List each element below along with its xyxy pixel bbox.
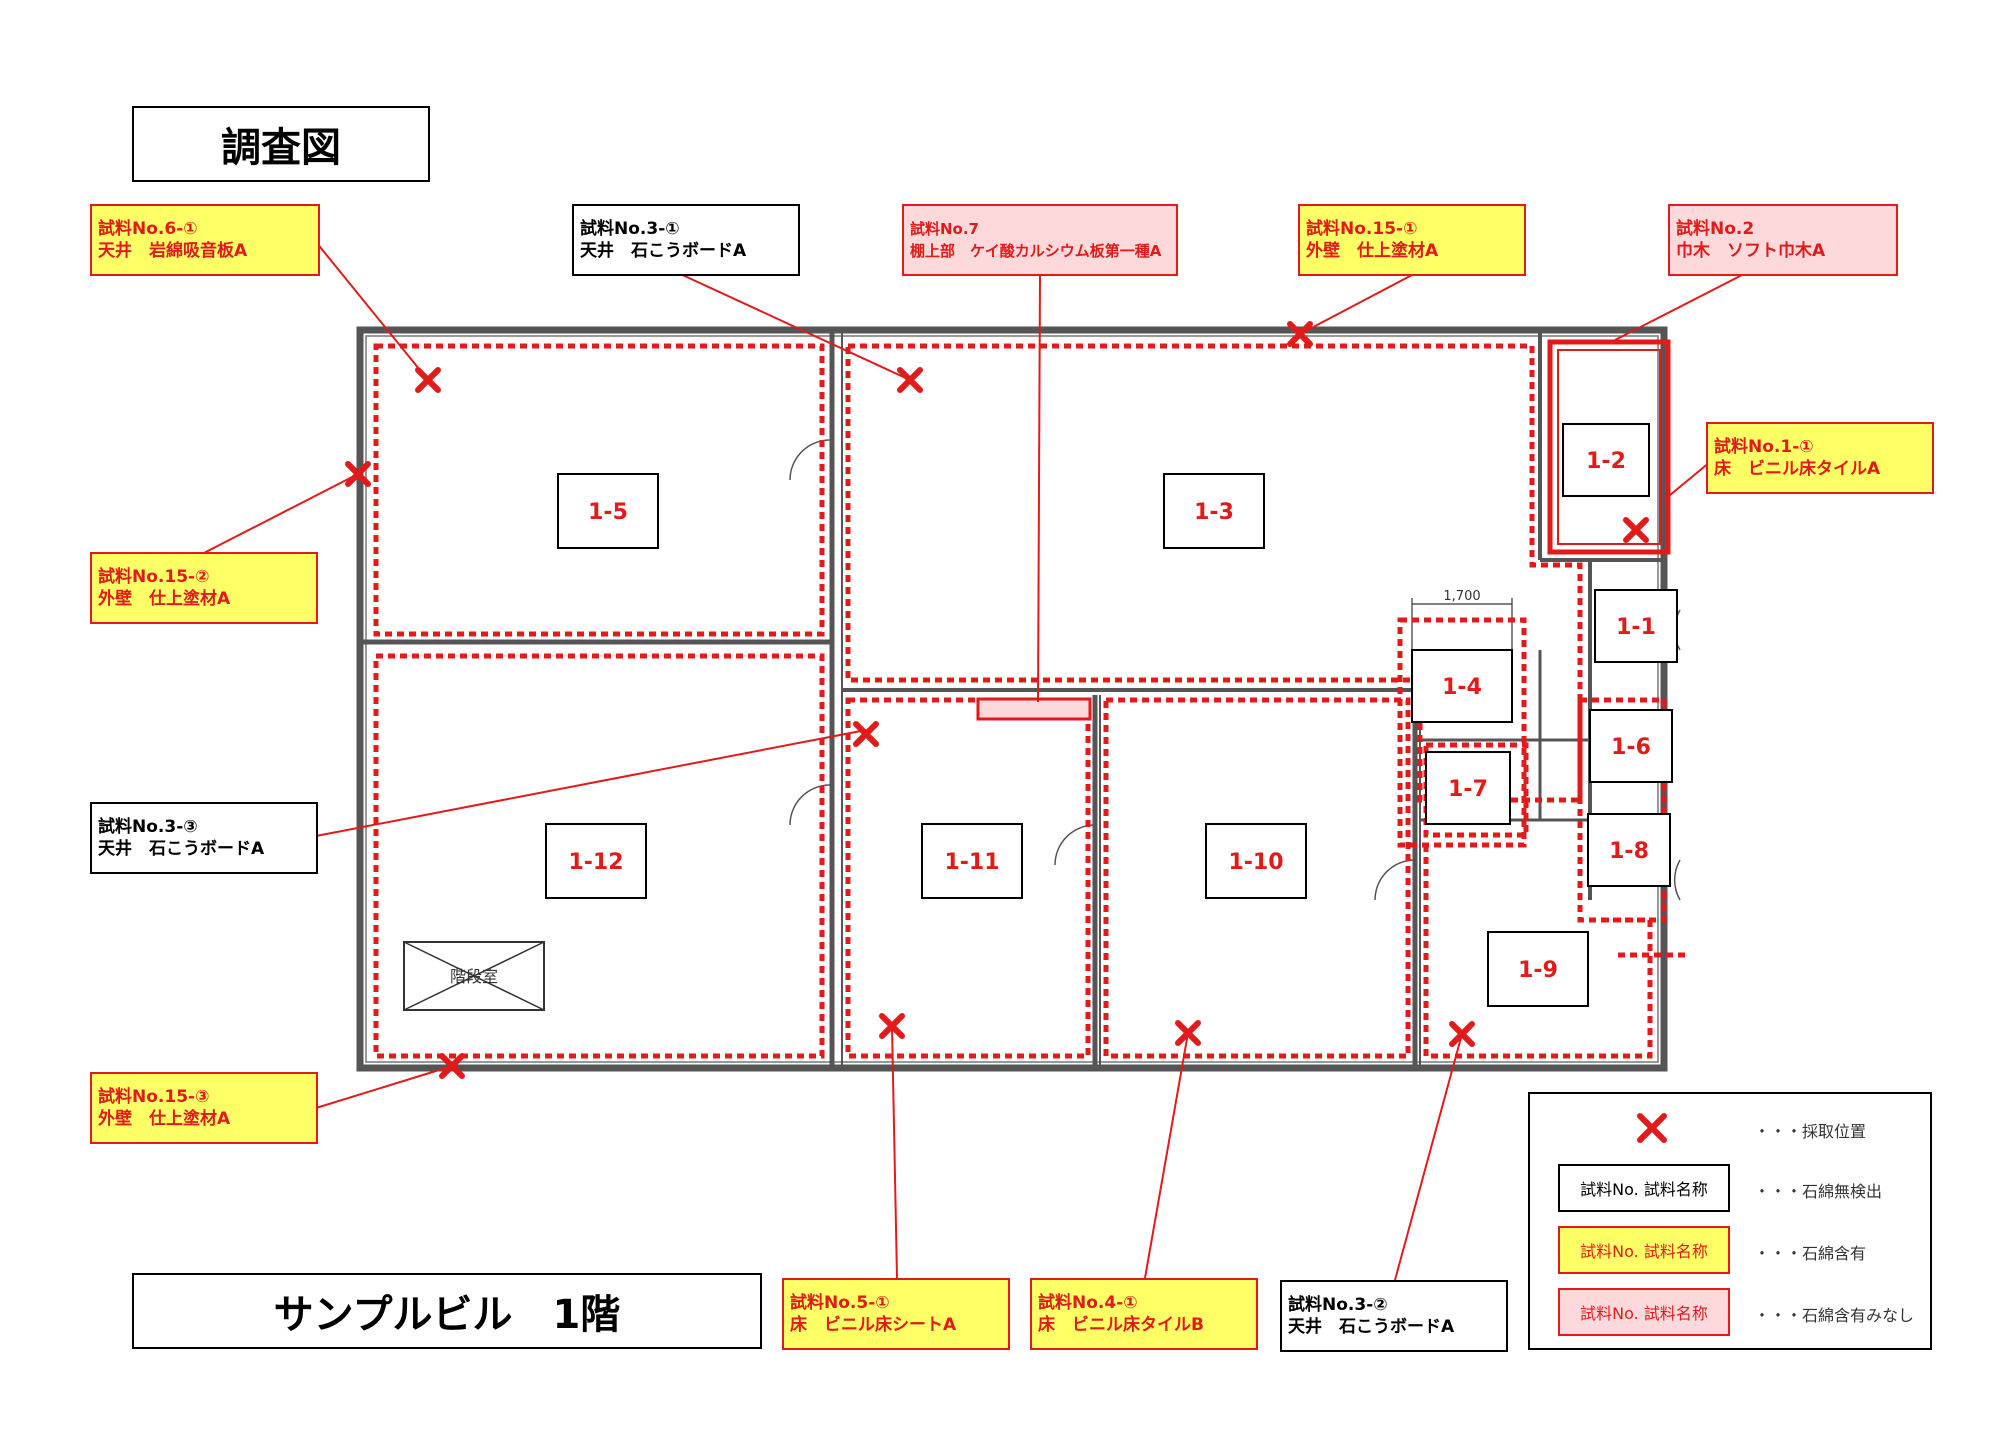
- sample-no: 試料No.6-①: [98, 219, 198, 239]
- svg-text:1-4: 1-4: [1442, 675, 1482, 700]
- sample-name: 天井 石こうボードA: [98, 839, 265, 859]
- x-mark-icon: [853, 721, 879, 747]
- sample-name: 巾木 ソフト巾木A: [1676, 241, 1826, 261]
- sample-callout-6-1: 試料No.6-① 天井 岩綿吸音板A: [90, 204, 320, 276]
- legend-desc-presumed: ・・・石綿含有みなし: [1754, 1306, 1915, 1325]
- x-mark-icon: [345, 461, 371, 487]
- room-1-3: 1-3: [1163, 473, 1265, 549]
- sample-callout-2: 試料No.2 巾木 ソフト巾木A: [1668, 204, 1898, 276]
- legend-sample-none: 試料No. 試料名称: [1558, 1164, 1730, 1212]
- room-1-11: 1-11: [921, 823, 1023, 899]
- sample-no: 試料No.3-②: [1288, 1295, 1388, 1315]
- room-1-12: 1-12: [545, 823, 647, 899]
- room-1-7: 1-7: [1425, 751, 1511, 825]
- presumed-zone-inner: [1557, 349, 1661, 545]
- room-1-10: 1-10: [1205, 823, 1307, 899]
- presumed-zone-outline: [1547, 339, 1671, 555]
- sample-callout-7: 試料No.7 棚上部 ケイ酸カルシウム板第一種A: [902, 204, 1178, 276]
- legend-sample-contains: 試料No. 試料名称: [1558, 1226, 1730, 1274]
- sample-name: 天井 石こうボードA: [1288, 1317, 1455, 1337]
- room-1-9: 1-9: [1487, 931, 1589, 1007]
- legend-desc-contains: ・・・石綿含有: [1754, 1244, 1867, 1263]
- sample-name: 床 ビニル床タイルB: [1038, 1315, 1204, 1335]
- sample-no: 試料No.3-①: [580, 219, 680, 239]
- x-mark-icon: [1637, 1113, 1667, 1143]
- sample-no: 試料No.7: [910, 220, 979, 238]
- room-1-8: 1-8: [1587, 813, 1671, 887]
- sample-name: 外壁 仕上塗材A: [98, 1109, 231, 1129]
- sample-no: 試料No.5-①: [790, 1293, 890, 1313]
- sample-no: 試料No.2: [1676, 219, 1755, 239]
- sample-name: 床 ビニル床シートA: [790, 1315, 957, 1335]
- x-mark-icon: [879, 1013, 905, 1039]
- room-1-2: 1-2: [1562, 423, 1650, 497]
- sample-no: 試料No.4-①: [1038, 1293, 1138, 1313]
- sample-callout-3-3: 試料No.3-③ 天井 石こうボードA: [90, 802, 318, 874]
- sample-callout-15-1: 試料No.15-① 外壁 仕上塗材A: [1298, 204, 1526, 276]
- sample-callout-4-1: 試料No.4-① 床 ビニル床タイルB: [1030, 1278, 1258, 1350]
- sample-name: 外壁 仕上塗材A: [98, 589, 231, 609]
- sample-name: 床 ビニル床タイルA: [1714, 459, 1881, 479]
- stair-room: [403, 941, 545, 1011]
- room-1-5: 1-5: [557, 473, 659, 549]
- leader-lines: [199, 241, 1743, 1281]
- sample-callout-3-2: 試料No.3-② 天井 石こうボードA: [1280, 1280, 1508, 1352]
- room-1-6: 1-6: [1589, 709, 1673, 783]
- svg-text:1-1: 1-1: [1616, 615, 1656, 640]
- legend-desc-sampling: ・・・採取位置: [1754, 1122, 1867, 1141]
- legend-desc-none: ・・・石綿無検出: [1754, 1182, 1883, 1201]
- svg-text:1-10: 1-10: [1228, 850, 1283, 875]
- svg-text:1-2: 1-2: [1586, 449, 1626, 474]
- x-mark-icon: [1175, 1020, 1201, 1046]
- svg-text:1-6: 1-6: [1611, 735, 1651, 760]
- svg-text:1-7: 1-7: [1448, 777, 1488, 802]
- sample-no: 試料No.1-①: [1714, 437, 1814, 457]
- legend: ・・・採取位置 試料No. 試料名称 ・・・石綿無検出 試料No. 試料名称 ・…: [1528, 1092, 1932, 1350]
- svg-text:1-8: 1-8: [1609, 839, 1649, 864]
- sample-callout-5-1: 試料No.5-① 床 ビニル床シートA: [782, 1278, 1010, 1350]
- room-1-4: 1-4: [1411, 649, 1513, 723]
- sample-name: 棚上部 ケイ酸カルシウム板第一種A: [910, 242, 1162, 260]
- x-mark-icon: [1623, 517, 1649, 543]
- sample-no: 試料No.15-③: [98, 1087, 210, 1107]
- sample-callout-1-1: 試料No.1-① 床 ビニル床タイルA: [1706, 422, 1934, 494]
- svg-text:1-3: 1-3: [1194, 500, 1234, 525]
- legend-sample-presumed: 試料No. 試料名称: [1558, 1288, 1730, 1336]
- sample-name: 天井 石こうボードA: [580, 241, 747, 261]
- sample-callout-3-1: 試料No.3-① 天井 石こうボードA: [572, 204, 800, 276]
- sample-callout-15-3: 試料No.15-③ 外壁 仕上塗材A: [90, 1072, 318, 1144]
- sample-name: 外壁 仕上塗材A: [1306, 241, 1439, 261]
- x-mark-icon: [1287, 321, 1313, 347]
- svg-text:1-9: 1-9: [1518, 958, 1558, 983]
- x-mark-icon-group: x-mark-icon: [345, 321, 1649, 1079]
- x-mark-icon: [1449, 1021, 1475, 1047]
- sample-no: 試料No.15-②: [98, 567, 210, 587]
- building-label: サンプルビル 1階: [132, 1273, 762, 1349]
- survey-zones: [373, 343, 1690, 1059]
- sample-no: 試料No.15-①: [1306, 219, 1418, 239]
- svg-text:1-11: 1-11: [944, 850, 999, 875]
- stair-label: 階段室: [450, 967, 498, 986]
- sample-no: 試料No.3-③: [98, 817, 198, 837]
- page-title: 調査図: [132, 106, 430, 182]
- x-mark-icon: [415, 367, 441, 393]
- svg-text:1-5: 1-5: [588, 500, 628, 525]
- svg-text:1-12: 1-12: [568, 850, 623, 875]
- x-mark-icon: [897, 367, 923, 393]
- sample-name: 天井 岩綿吸音板A: [98, 241, 248, 261]
- dimension-text: 1,700: [1443, 589, 1480, 604]
- sample-callout-15-2: 試料No.15-② 外壁 仕上塗材A: [90, 552, 318, 624]
- room-1-1: 1-1: [1594, 589, 1678, 663]
- room-labels: 1-5 1-3 1-2 1-1 1-4 1-6 1-7 1-8 1-12 1-1…: [545, 423, 1678, 1007]
- shelf-highlight: [976, 697, 1092, 721]
- x-mark-icon: [439, 1053, 465, 1079]
